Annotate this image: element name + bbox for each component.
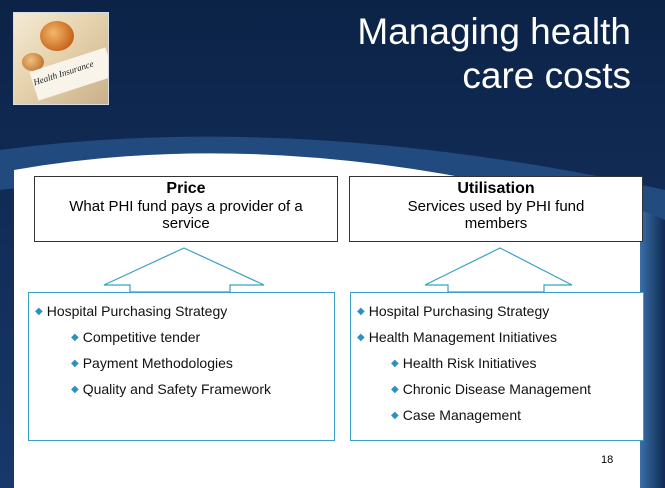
utilisation-list-box: ◆Hospital Purchasing Strategy ◆Health Ma… (350, 292, 644, 441)
bullet-icon: ◆ (391, 384, 399, 395)
page-number: 18 (601, 454, 614, 466)
bullet-icon: ◆ (391, 358, 399, 369)
title-line-2: care costs (462, 55, 631, 96)
bullet-icon: ◆ (71, 332, 79, 343)
list-item: ◆Competitive tender (71, 329, 201, 345)
title-line-1: Managing health (357, 11, 631, 52)
price-subtitle: What PHI fund pays a provider of a servi… (69, 198, 303, 232)
bullet-icon: ◆ (35, 306, 43, 317)
utilisation-subtitle: Services used by PHI fund members (407, 198, 585, 232)
bullet-icon: ◆ (71, 384, 79, 395)
price-list-box: ◆Hospital Purchasing Strategy ◆Competiti… (28, 292, 335, 441)
bullet-icon: ◆ (391, 410, 399, 421)
utilisation-heading: Utilisation (457, 180, 535, 197)
fruit-shape-small (22, 53, 44, 71)
price-heading: Price (166, 180, 206, 197)
list-item: ◆Payment Methodologies (71, 355, 233, 371)
bullet-icon: ◆ (357, 306, 365, 317)
slide-title: Managing health care costs (271, 10, 631, 98)
list-item: ◆Health Management Initiatives (357, 329, 558, 345)
list-item: ◆Hospital Purchasing Strategy (35, 303, 228, 319)
bullet-icon: ◆ (71, 358, 79, 369)
utilisation-header-box: Utilisation Services used by PHI fund me… (349, 176, 643, 242)
health-insurance-image: Health Insurance (13, 12, 109, 105)
price-header-box: Price What PHI fund pays a provider of a… (34, 176, 338, 242)
bullet-icon: ◆ (357, 332, 365, 343)
list-item: ◆Hospital Purchasing Strategy (357, 303, 550, 319)
fruit-shape (40, 21, 74, 51)
list-item: ◆Quality and Safety Framework (71, 381, 271, 397)
list-item: ◆Health Risk Initiatives (391, 355, 537, 371)
list-item: ◆Chronic Disease Management (391, 381, 592, 397)
list-item: ◆Case Management (391, 407, 521, 423)
